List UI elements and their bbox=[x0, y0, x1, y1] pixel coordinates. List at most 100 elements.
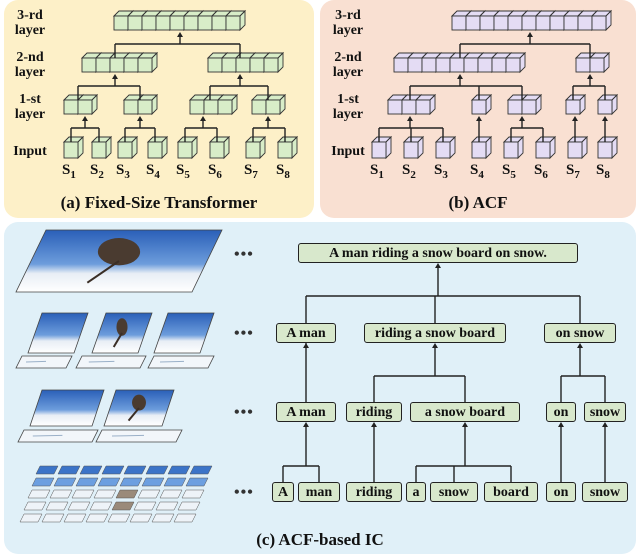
grid-tile bbox=[133, 501, 157, 511]
grid-tile bbox=[53, 477, 77, 487]
grid-tile bbox=[27, 489, 51, 499]
word-node-board: board bbox=[484, 482, 538, 502]
input-cube bbox=[176, 135, 199, 160]
phrase-node-riding-a-snow-board: riding a snow board bbox=[364, 323, 506, 343]
arrow-head bbox=[572, 116, 578, 121]
grid-tile bbox=[145, 465, 169, 475]
layer1-block-cell bbox=[264, 93, 287, 116]
phrase-node-a-man: A man bbox=[276, 323, 336, 343]
a-input-label-1: S1 bbox=[62, 162, 76, 181]
grid-tile bbox=[129, 513, 153, 523]
region-tile-snow bbox=[95, 429, 183, 443]
grid-tile bbox=[101, 465, 125, 475]
b-input-label-1: S1 bbox=[370, 162, 384, 181]
person-leg bbox=[112, 332, 123, 348]
arrow-head bbox=[432, 343, 438, 348]
snow-texture bbox=[25, 360, 47, 363]
grid-tile bbox=[155, 501, 179, 511]
grid-tile bbox=[167, 465, 191, 475]
input-cube bbox=[402, 135, 425, 160]
input-cube bbox=[146, 135, 169, 160]
input-cube bbox=[470, 135, 493, 160]
arrow-head bbox=[577, 343, 583, 348]
arrow-head bbox=[82, 116, 88, 121]
input-cube bbox=[208, 135, 231, 160]
person-figure bbox=[97, 238, 141, 266]
layer3-block-cell bbox=[590, 9, 613, 32]
region-tile-snow bbox=[17, 429, 99, 443]
ellipsis-level1: ••• bbox=[234, 484, 254, 501]
input-cube bbox=[90, 135, 113, 160]
layer1-block-cell bbox=[414, 93, 437, 116]
grid-tile bbox=[111, 501, 135, 511]
caption-c: (c) ACF-based IC bbox=[256, 530, 384, 549]
region-tile bbox=[29, 389, 105, 427]
a-input-label-2: S2 bbox=[90, 162, 104, 181]
b-input-label-4: S4 bbox=[470, 162, 484, 181]
arrow-head bbox=[303, 422, 309, 427]
caption-b: (b) ACF bbox=[448, 193, 508, 212]
phrase-node-riding: riding bbox=[346, 402, 402, 422]
arrow-head bbox=[435, 263, 441, 268]
arrow-head bbox=[137, 116, 143, 121]
grid-tile bbox=[79, 465, 103, 475]
input-cube bbox=[276, 135, 299, 160]
grid-tile bbox=[107, 513, 131, 523]
grid-tile bbox=[177, 501, 201, 511]
b-input-label-5: S5 bbox=[502, 162, 516, 181]
a-input-label-3: S3 bbox=[116, 162, 130, 181]
input-cube bbox=[62, 135, 85, 160]
grid-tile bbox=[141, 477, 165, 487]
arrow-head bbox=[587, 74, 593, 79]
person-figure bbox=[132, 394, 146, 411]
arrow-head bbox=[407, 116, 413, 121]
caption-node-top: A man riding a snow board on snow. bbox=[298, 243, 578, 263]
grid-tile bbox=[45, 501, 69, 511]
arrow-head bbox=[476, 116, 482, 121]
grid-tile bbox=[19, 513, 43, 523]
b-input-label-2: S2 bbox=[402, 162, 416, 181]
input-cube bbox=[534, 135, 557, 160]
region-tile bbox=[27, 312, 89, 354]
snow-texture bbox=[111, 434, 145, 437]
b-input-label-3: S3 bbox=[434, 162, 448, 181]
input-cube bbox=[434, 135, 457, 160]
arrow-head bbox=[200, 116, 206, 121]
layer1-block-cell bbox=[76, 93, 99, 116]
word-node-riding: riding bbox=[346, 482, 402, 502]
layer-label-input-b: Input bbox=[331, 144, 365, 159]
word-node-snow: snow bbox=[430, 482, 478, 502]
arrow-head bbox=[558, 422, 564, 427]
grid-tile bbox=[67, 501, 91, 511]
grid-tile bbox=[181, 489, 205, 499]
a-input-label-7: S7 bbox=[244, 162, 258, 181]
arrow-head bbox=[237, 74, 243, 79]
arrow-head bbox=[177, 32, 183, 37]
snow-texture bbox=[32, 434, 63, 437]
grid-tile bbox=[173, 513, 197, 523]
grid-tile bbox=[93, 489, 117, 499]
snow-texture bbox=[88, 360, 115, 363]
a-input-label-6: S6 bbox=[208, 162, 222, 181]
phrase-node-on: on bbox=[546, 402, 576, 422]
ellipsis-top: ••• bbox=[234, 246, 254, 263]
grid-tile bbox=[85, 513, 109, 523]
b-input-label-7: S7 bbox=[566, 162, 580, 181]
layer1-block-cell bbox=[564, 93, 587, 116]
layer1-block-cell bbox=[470, 93, 493, 116]
layer1-block-cell bbox=[216, 93, 239, 116]
word-node-man: man bbox=[298, 482, 340, 502]
grid-tile bbox=[119, 477, 143, 487]
grid-tile bbox=[151, 513, 175, 523]
caption-a: (a) Fixed-Size Transformer bbox=[60, 193, 258, 212]
layer1-block-cell bbox=[596, 93, 619, 116]
person-leg bbox=[127, 407, 140, 422]
word-node-a2: a bbox=[406, 482, 426, 502]
person-figure bbox=[116, 318, 128, 336]
